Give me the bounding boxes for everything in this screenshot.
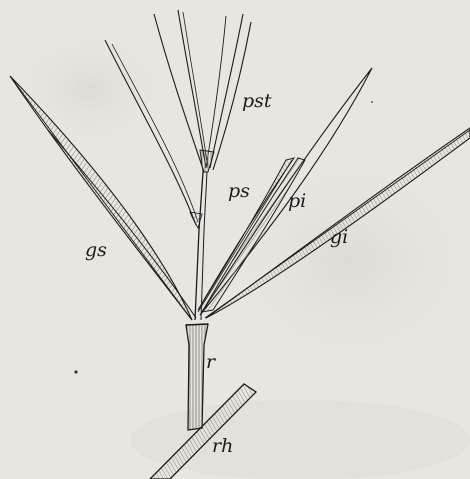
paper-stain [10, 30, 170, 150]
label-pst: pst [242, 90, 272, 112]
label-gi: gi [330, 226, 348, 248]
label-gs: gs [85, 239, 107, 261]
label-rh: rh [212, 435, 233, 457]
label-pi: pi [288, 190, 306, 212]
ink-speck [74, 370, 77, 373]
label-ps: ps [228, 180, 250, 202]
ink-speck [371, 101, 373, 103]
paper-stain [220, 150, 470, 370]
